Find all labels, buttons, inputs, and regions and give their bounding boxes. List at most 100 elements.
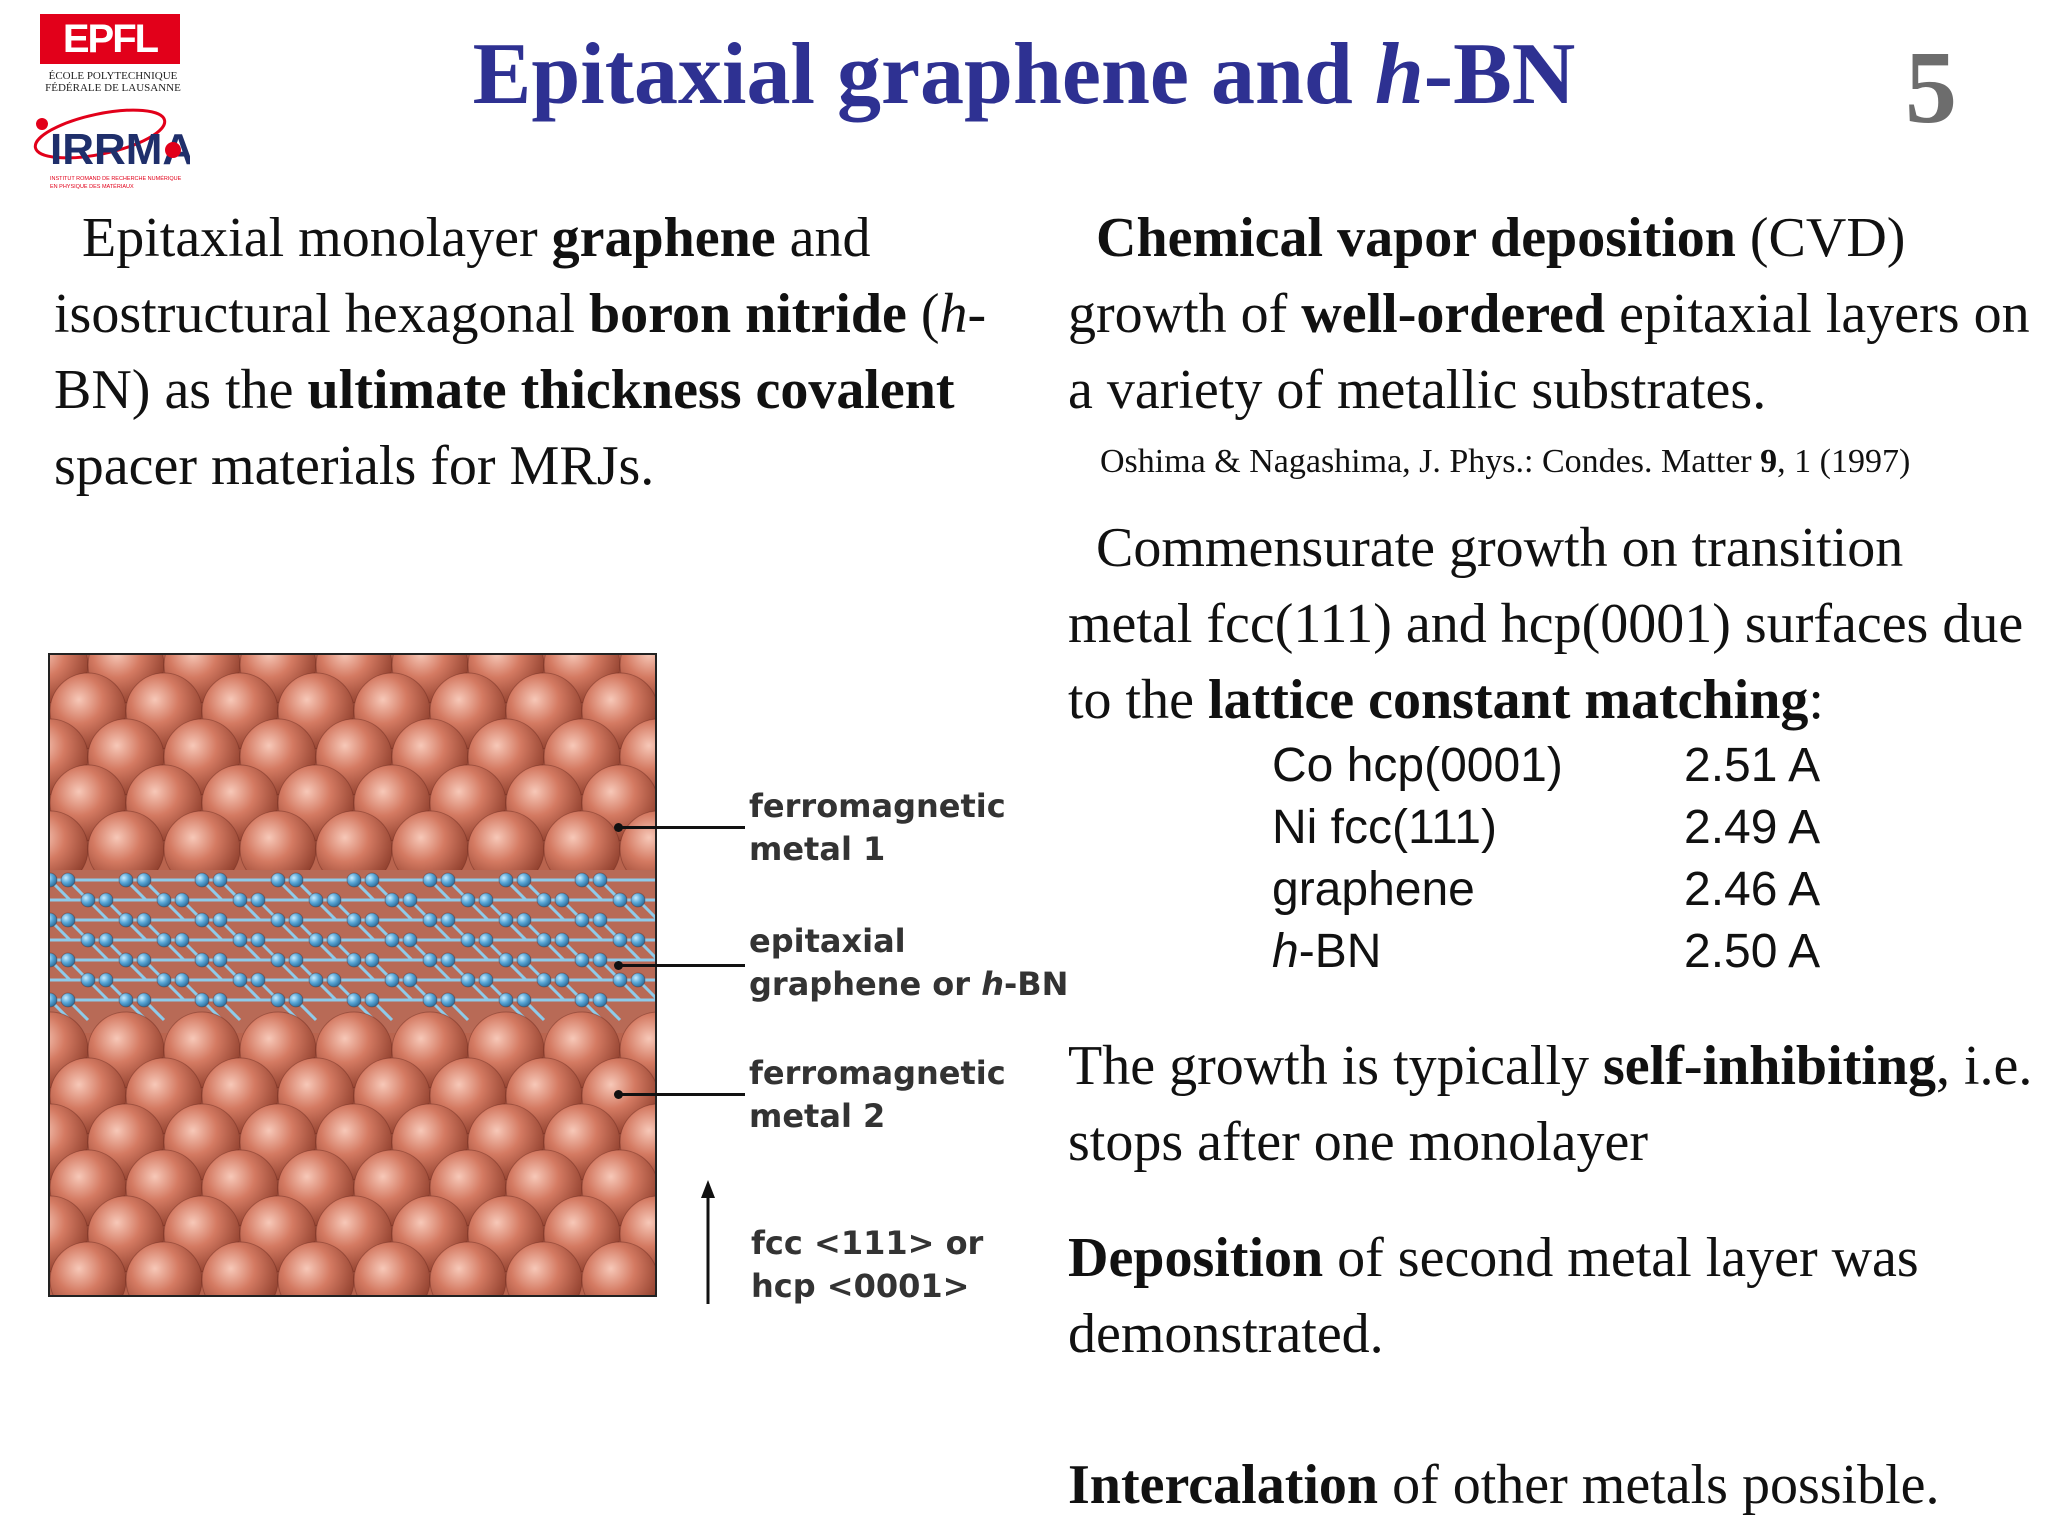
spacer-atom	[384, 932, 400, 948]
spacer-atom	[384, 892, 400, 908]
spacer-atom	[364, 992, 380, 1008]
spacer-atom	[118, 992, 134, 1008]
spacer-atom	[308, 972, 324, 988]
spacer-atom	[460, 932, 476, 948]
spacer-atom	[402, 972, 418, 988]
title-suffix: -BN	[1423, 26, 1576, 123]
intro-bold-ultimate: ultimate thickness covalent	[307, 359, 955, 421]
lattice-material: h-BN	[1272, 921, 1684, 983]
spacer-atom	[98, 892, 114, 908]
spacer-atom	[516, 992, 532, 1008]
commensurate-text-2: :	[1808, 669, 1824, 731]
spacer-atom	[346, 912, 362, 928]
ferromagnetic-metal-2-atoms	[50, 1011, 655, 1295]
intro-bold-graphene: graphene	[551, 207, 776, 269]
citation-authors: Oshima & Nagashima, J. Phys.: Condes. Ma…	[1100, 443, 1761, 480]
spacer-atom	[80, 972, 96, 988]
lattice-material-italic: h	[1272, 925, 1299, 978]
irrma-subtitle-line1: INSTITUT ROMAND DE RECHERCHE NUMÉRIQUE	[50, 175, 182, 182]
spacer-atom	[516, 912, 532, 928]
deposition-paragraph: Deposition of second metal layer was dem…	[1068, 1220, 2038, 1372]
spacer-atom	[232, 892, 248, 908]
epfl-subtitle-line2: FÉDÉRALE DE LAUSANNE	[45, 82, 181, 94]
spacer-atom	[402, 892, 418, 908]
spacer-atom	[232, 972, 248, 988]
lattice-value: 2.51 A	[1684, 739, 1821, 792]
spacer-atom	[212, 992, 228, 1008]
title-italic: h	[1374, 26, 1424, 123]
spacer-atom	[212, 872, 228, 888]
spacer-atom	[270, 912, 286, 928]
spacer-atom	[498, 952, 514, 968]
atomic-structure-illustration	[50, 655, 655, 1295]
spacer-atom	[270, 992, 286, 1008]
self-text-1: The growth is typically	[1068, 1035, 1604, 1097]
intro-text-1: Epitaxial monolayer	[82, 207, 552, 269]
spacer-atom	[346, 952, 362, 968]
spacer-atom	[60, 912, 76, 928]
spacer-atom	[516, 872, 532, 888]
intro-text-4: -BN) as the	[54, 283, 987, 421]
self-bold: self-inhibiting	[1603, 1035, 1936, 1097]
title-prefix: Epitaxial graphene and	[472, 26, 1375, 123]
spacer-atom	[288, 872, 304, 888]
citation: Oshima & Nagashima, J. Phys.: Condes. Ma…	[1100, 440, 2040, 484]
ferromagnetic-metal-1-atoms	[50, 655, 655, 888]
spacer-atom	[422, 872, 438, 888]
spacer-atom	[308, 932, 324, 948]
spacer-atom	[136, 992, 152, 1008]
lattice-value: 2.46 A	[1684, 863, 1821, 916]
spacer-atom	[574, 952, 590, 968]
spacer-atom	[270, 872, 286, 888]
lattice-material: Ni fcc(111)	[1272, 801, 1497, 854]
spacer-atom	[440, 952, 456, 968]
intercalation-paragraph: Intercalation of other metals possible.	[1068, 1447, 2038, 1523]
spacer-atom	[592, 952, 608, 968]
spacer-atom	[98, 932, 114, 948]
spacer-atom	[288, 912, 304, 928]
spacer-atom	[422, 952, 438, 968]
intro-text-5: spacer materials for MRJs.	[54, 435, 655, 497]
spacer-leader-line	[618, 964, 745, 967]
spacer-atom	[232, 932, 248, 948]
junction-structure-figure	[48, 653, 657, 1297]
cvd-paragraph: Chemical vapor deposition (CVD) growth o…	[1068, 200, 2038, 428]
spacer-atom	[364, 872, 380, 888]
lattice-constant-table: Co hcp(0001) 2.51 A Ni fcc(111) 2.49 A g…	[1272, 735, 1820, 983]
label-axis-line2: hcp <0001>	[751, 1267, 970, 1305]
spacer-atom	[50, 992, 58, 1008]
commensurate-text-1: Commensurate growth on transition metal …	[1068, 517, 2024, 731]
spacer-atom	[118, 912, 134, 928]
table-row: h-BN 2.50 A	[1272, 921, 1820, 983]
spacer-atom	[574, 872, 590, 888]
intro-bold-boron-nitride: boron nitride	[588, 283, 907, 345]
epfl-logo: EPFL	[40, 14, 180, 64]
slide-title: Epitaxial graphene and h-BN	[0, 20, 2048, 130]
spacer-atom	[50, 952, 58, 968]
growth-direction-arrow	[701, 1180, 715, 1304]
spacer-atom	[574, 912, 590, 928]
spacer-atom	[612, 972, 628, 988]
spacer-atom	[174, 932, 190, 948]
spacer-atom	[194, 952, 210, 968]
label-fm2-line2: metal 2	[749, 1097, 886, 1135]
intercalation-text: of other metals possible.	[1378, 1454, 1940, 1516]
spacer-atom	[346, 872, 362, 888]
spacer-atom	[364, 952, 380, 968]
spacer-atom	[478, 972, 494, 988]
spacer-atom	[212, 952, 228, 968]
deposition-bold: Deposition	[1068, 1227, 1324, 1289]
spacer-atom	[326, 892, 342, 908]
spacer-atom	[384, 972, 400, 988]
metal-atom	[581, 1241, 655, 1295]
spacer-atom	[574, 992, 590, 1008]
lattice-material: Co hcp(0001)	[1272, 739, 1563, 792]
spacer-atom	[498, 872, 514, 888]
fm2-leader-line	[618, 1093, 745, 1096]
spacer-atom	[98, 972, 114, 988]
spacer-atom	[516, 952, 532, 968]
spacer-atom	[592, 912, 608, 928]
lattice-value: 2.49 A	[1684, 801, 1821, 854]
spacer-atom	[60, 992, 76, 1008]
spacer-atom	[592, 872, 608, 888]
